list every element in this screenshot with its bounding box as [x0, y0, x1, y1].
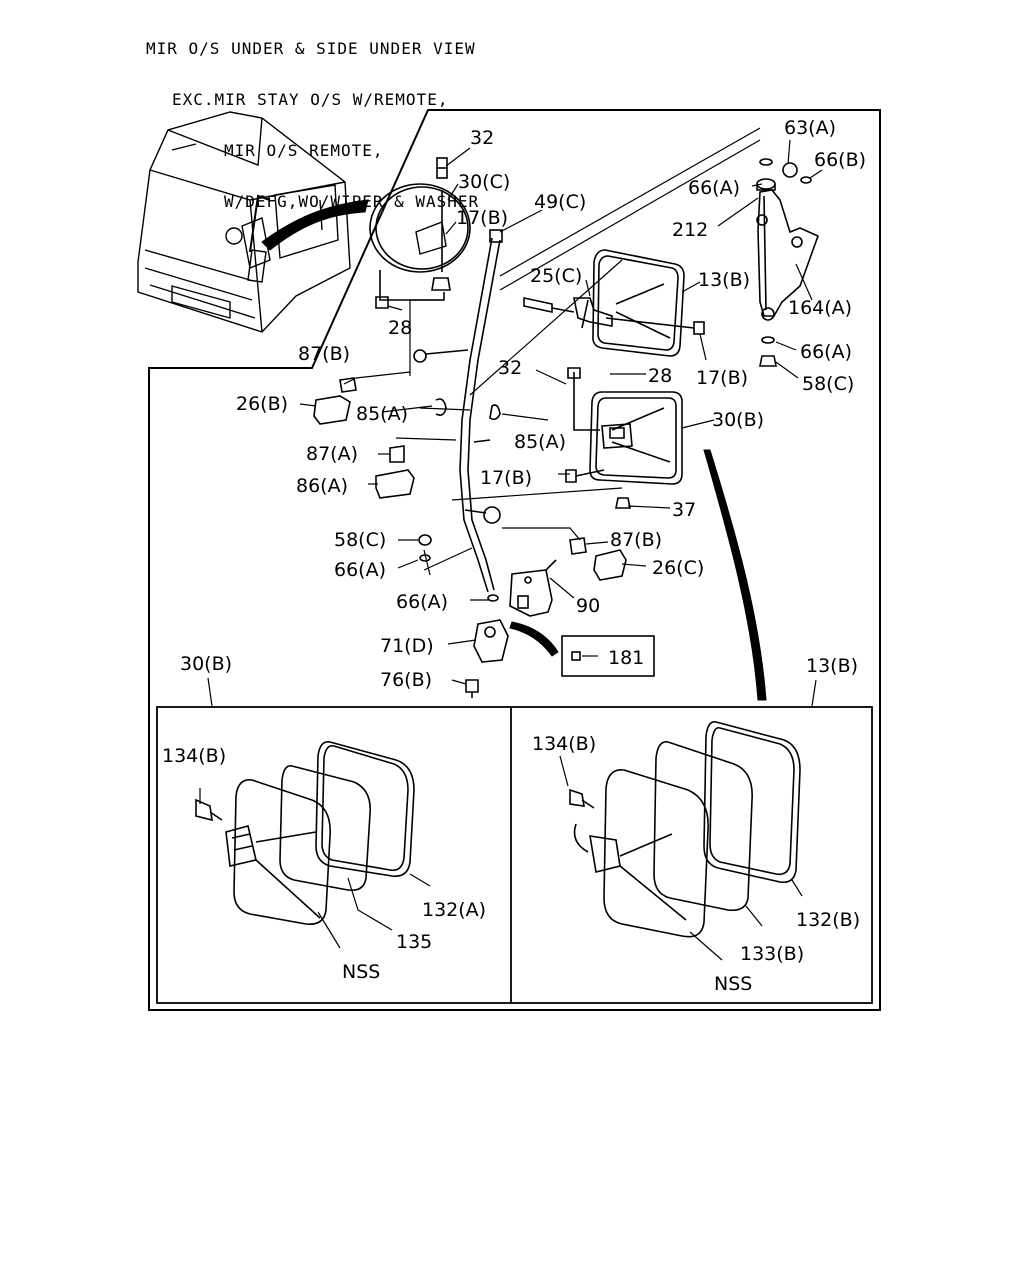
callout-25c: 25(C) — [530, 265, 582, 287]
detail-leaders — [199, 655, 817, 961]
callout-212: 212 — [672, 219, 708, 241]
part-181-box — [561, 635, 655, 677]
detail-13b-exploded — [569, 720, 801, 938]
callout-13b-detail: 13(B) — [806, 655, 858, 677]
truck-cab-illustration — [137, 111, 351, 333]
callout-49c: 49(C) — [534, 191, 586, 213]
callout-76b: 76(B) — [380, 669, 432, 691]
round-mirror — [369, 157, 471, 309]
callout-87b-top: 87(B) — [298, 343, 350, 365]
arrow-to-181 — [509, 621, 559, 657]
callout-134b-left: 134(B) — [162, 745, 226, 767]
callout-28-left: 28 — [388, 317, 412, 339]
bracket-164a — [756, 158, 820, 367]
callout-32-top: 32 — [470, 127, 494, 149]
header-line-2: EXC.MIR STAY O/S W/REMOTE, — [172, 90, 449, 109]
clamp-71d — [465, 619, 509, 698]
callout-66a-top: 66(A) — [688, 177, 740, 199]
leader-lines — [355, 127, 761, 576]
arrow-to-detail-13b — [703, 449, 767, 701]
callout-17b-low: 17(B) — [480, 467, 532, 489]
callout-13b: 13(B) — [698, 269, 750, 291]
callout-17b-top: 17(B) — [456, 207, 508, 229]
callout-leaders — [299, 139, 823, 685]
mirror-13b-upper — [523, 249, 705, 357]
callout-85a-left: 85(A) — [356, 403, 408, 425]
callout-90: 90 — [576, 595, 600, 617]
main-frame — [148, 109, 881, 1011]
callout-86a: 86(A) — [296, 475, 348, 497]
callout-134b-right: 134(B) — [532, 733, 596, 755]
callout-181: 181 — [608, 647, 644, 669]
callout-63a: 63(A) — [784, 117, 836, 139]
callout-58c-left: 58(C) — [334, 529, 386, 551]
callout-58c-right: 58(C) — [802, 373, 854, 395]
callout-nss-right: NSS — [714, 973, 752, 995]
diagram-header: MIR O/S UNDER & SIDE UNDER VIEW EXC.MIR … — [146, 6, 479, 227]
bracket-90 — [509, 559, 557, 617]
callout-30b-detail: 30(B) — [180, 653, 232, 675]
callout-17b-mid: 17(B) — [696, 367, 748, 389]
header-line-1: MIR O/S UNDER & SIDE UNDER VIEW — [146, 39, 476, 58]
callout-28-mid: 28 — [648, 365, 672, 387]
callout-87a: 87(A) — [306, 443, 358, 465]
callout-132a: 132(A) — [422, 899, 486, 921]
callout-71d: 71(D) — [380, 635, 434, 657]
callout-164a: 164(A) — [788, 297, 852, 319]
callout-30c: 30(C) — [458, 171, 510, 193]
mirror-stay-tube — [413, 229, 503, 593]
callout-85a-right: 85(A) — [514, 431, 566, 453]
clip-parts-left — [313, 377, 627, 602]
callout-66a-low: 66(A) — [396, 591, 448, 613]
callout-66b: 66(B) — [814, 149, 866, 171]
callout-66a-right: 66(A) — [800, 341, 852, 363]
callout-87b-low: 87(B) — [610, 529, 662, 551]
callout-30b: 30(B) — [712, 409, 764, 431]
callout-nss-left: NSS — [342, 961, 380, 983]
callout-32-mid: 32 — [498, 357, 522, 379]
callout-labels: 32 30(C) 17(B) 28 49(C) 25(C) 13(B) 17(B… — [162, 117, 866, 995]
mirror-30b — [565, 367, 683, 509]
callout-132b: 132(B) — [796, 909, 860, 931]
callout-133b: 133(B) — [740, 943, 804, 965]
callout-37: 37 — [672, 499, 696, 521]
detail-30b-exploded — [195, 740, 415, 926]
callout-26b: 26(B) — [236, 393, 288, 415]
callout-66a-left: 66(A) — [334, 559, 386, 581]
part-181-icon — [571, 651, 581, 661]
callout-135: 135 — [396, 931, 432, 953]
arrow-cab-to-mirror — [261, 199, 369, 251]
callout-26c: 26(C) — [652, 557, 704, 579]
